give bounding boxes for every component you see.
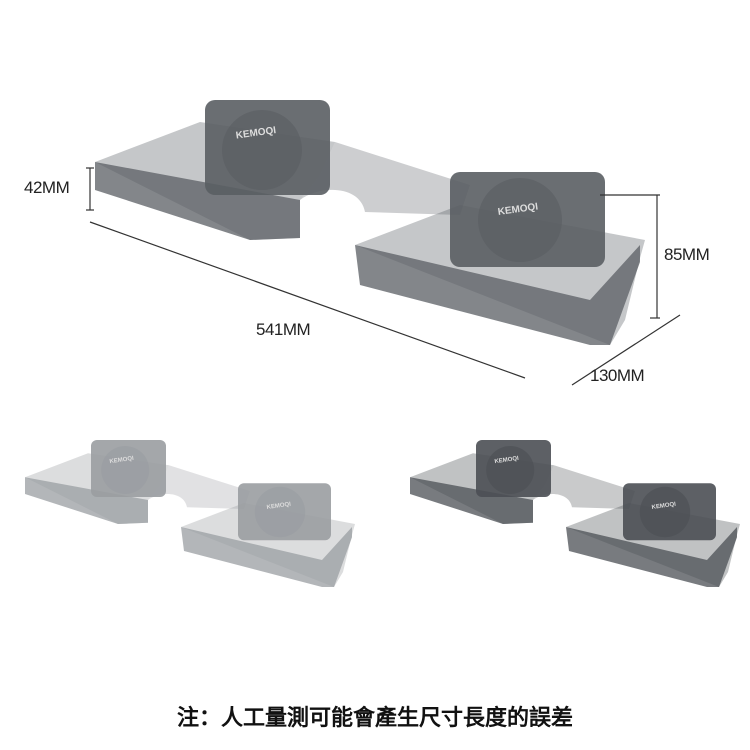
- length-label: 541MM: [256, 320, 311, 339]
- dimension-lines: [86, 167, 681, 386]
- dark-shelf-variant: [410, 440, 740, 587]
- total-height-label: 85MM: [664, 245, 710, 264]
- tray-height-label: 42MM: [24, 178, 70, 197]
- depth-label: 130MM: [590, 366, 645, 385]
- measurement-note: 注：人工量測可能會產生尺寸長度的誤差: [176, 706, 573, 731]
- light-shelf-variant: [25, 440, 356, 587]
- main-shelf: [95, 100, 645, 345]
